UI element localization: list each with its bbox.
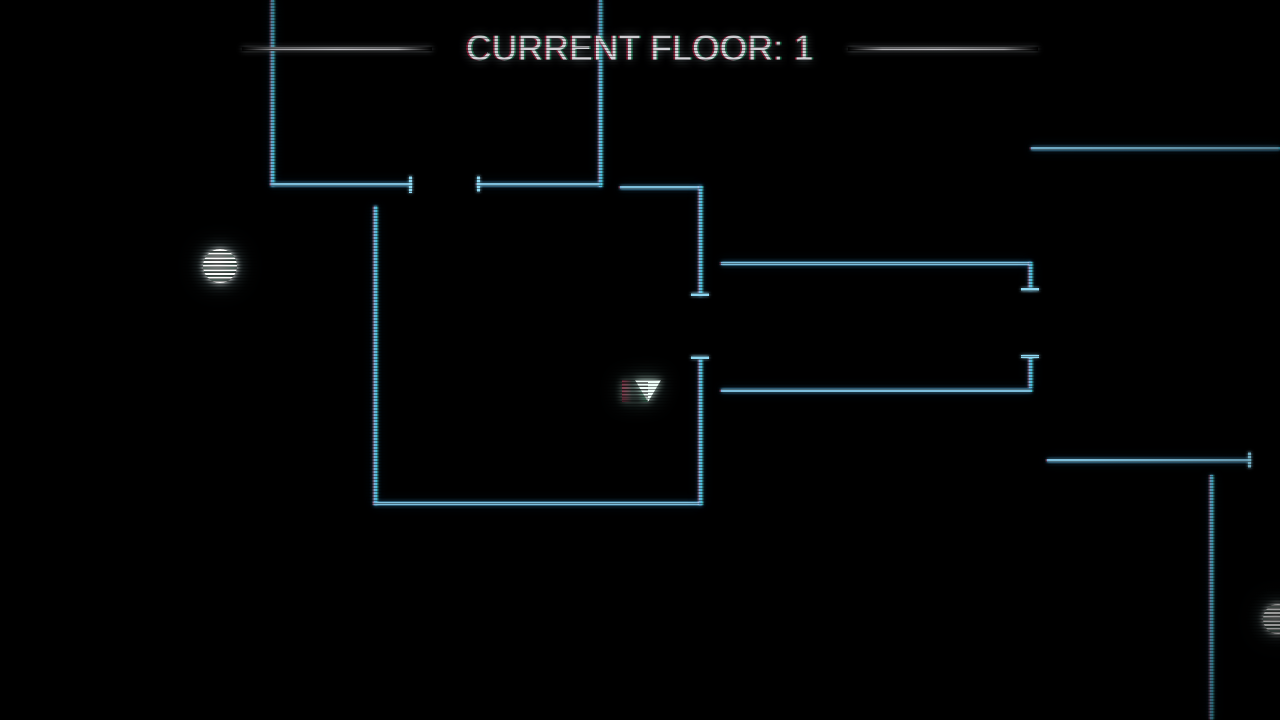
wall-upper-mid-horizontal <box>477 183 601 186</box>
wall-far-right-vertical <box>1210 475 1213 720</box>
doorcap-room-right-lower <box>691 356 709 359</box>
wall-room-top-right <box>620 186 702 189</box>
wall-far-lower-horizontal <box>1047 459 1250 462</box>
corridor-b-right <box>1029 357 1032 388</box>
wall-room-right-lower <box>699 358 702 505</box>
doorcap-corridor-b-end <box>1021 355 1039 358</box>
wall-upper-left-horizontal <box>271 183 411 186</box>
doorcap-corridor-a-end <box>1021 288 1039 291</box>
wall-room-left <box>374 206 377 505</box>
map-marker-dot-player <box>203 249 237 283</box>
doorcap-room-right-upper <box>691 293 709 296</box>
triangle-down-icon <box>635 380 661 402</box>
wall-room-bottom <box>374 502 702 505</box>
corridor-b-bottom <box>721 389 1032 392</box>
doorcap-upper-mid-start <box>477 176 480 192</box>
corridor-a-right <box>1029 262 1032 290</box>
wall-top-left-vertical <box>271 0 274 186</box>
wall-far-top-right <box>1031 147 1280 150</box>
doorcap-upper-left-end <box>409 176 412 193</box>
wall-top-mid-vertical <box>599 0 602 187</box>
map-marker-dot-edge <box>1263 604 1280 634</box>
doorcap-far-lower-end <box>1248 452 1251 468</box>
corridor-a-top <box>721 262 1031 265</box>
wall-room-right-upper <box>699 186 702 296</box>
